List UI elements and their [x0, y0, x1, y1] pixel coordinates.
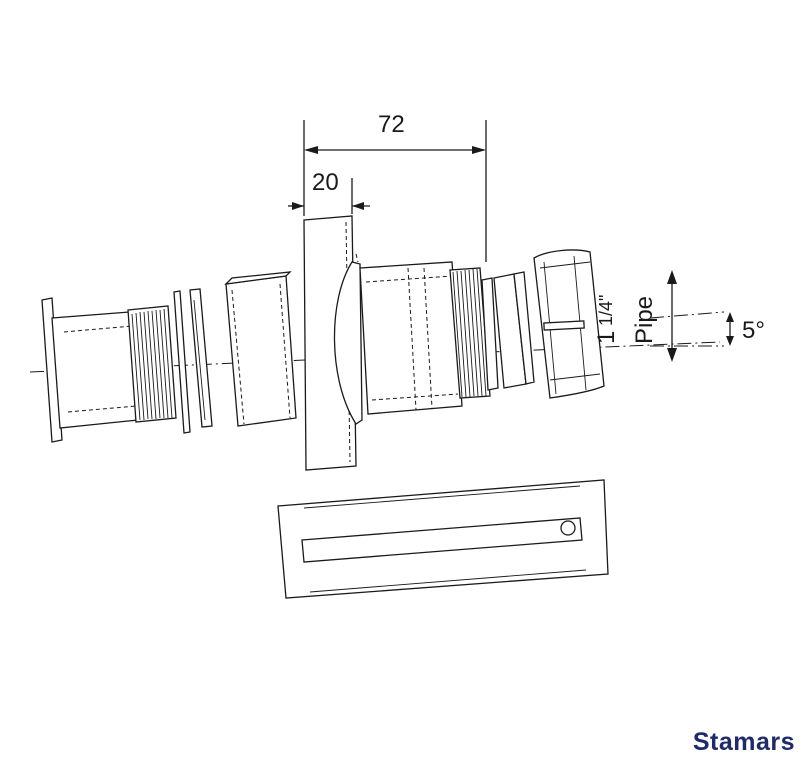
pipe-size-whole: 1	[593, 331, 620, 344]
pipe-travel-arrow	[667, 270, 677, 362]
angle-indicator: 5°	[649, 311, 765, 347]
plate-hole	[560, 520, 576, 536]
locking-nut	[224, 271, 297, 427]
union-nut	[533, 249, 605, 399]
tailpiece-thread	[127, 305, 177, 423]
dimension-20: 20	[288, 169, 370, 214]
union-seal	[493, 271, 535, 389]
body-thread	[449, 267, 491, 399]
angle-label: 5°	[742, 317, 765, 344]
dimension-20-label: 20	[312, 169, 339, 196]
pipe-size-label: 1 1/4" Pipe	[593, 295, 658, 344]
dimension-72: 72	[303, 111, 487, 262]
main-body	[303, 215, 499, 471]
tailpiece-part	[41, 297, 177, 443]
cover-plate	[277, 479, 609, 599]
brand-logo: Stamars	[692, 728, 795, 756]
thin-washer	[173, 290, 191, 434]
gasket-ring	[189, 288, 213, 428]
pipe-size-fraction: 1/4"	[596, 295, 616, 326]
pipe-label: Pipe	[631, 296, 658, 344]
dimension-72-label: 72	[378, 111, 405, 138]
